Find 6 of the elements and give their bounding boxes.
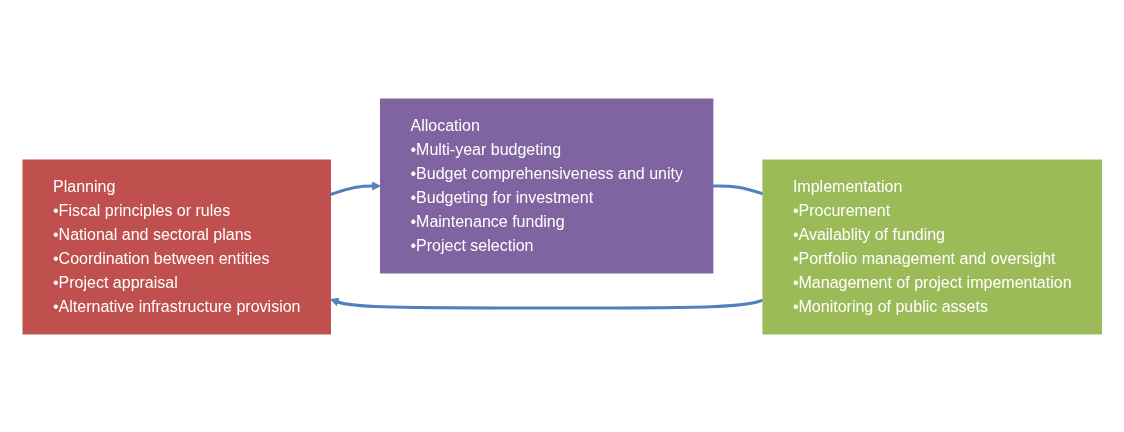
arrow <box>329 181 381 196</box>
arrow <box>329 297 764 309</box>
connector <box>712 184 764 195</box>
node-box: Planning •Fiscal principles or rules •National and sectoral plans •Coordination between entities •Project appraisal •Alternative infrastructure provision <box>22 159 331 334</box>
node-box: Allocation •Multi-year budgeting •Budget comprehensiveness and unity •Budgeting for investment •Maintenance funding •Project selection <box>379 98 714 273</box>
node-box: Implementation •Procurement •Availablity of funding •Portfolio management and oversight •Management of project impementation •Monitoring of public assets <box>762 159 1102 334</box>
